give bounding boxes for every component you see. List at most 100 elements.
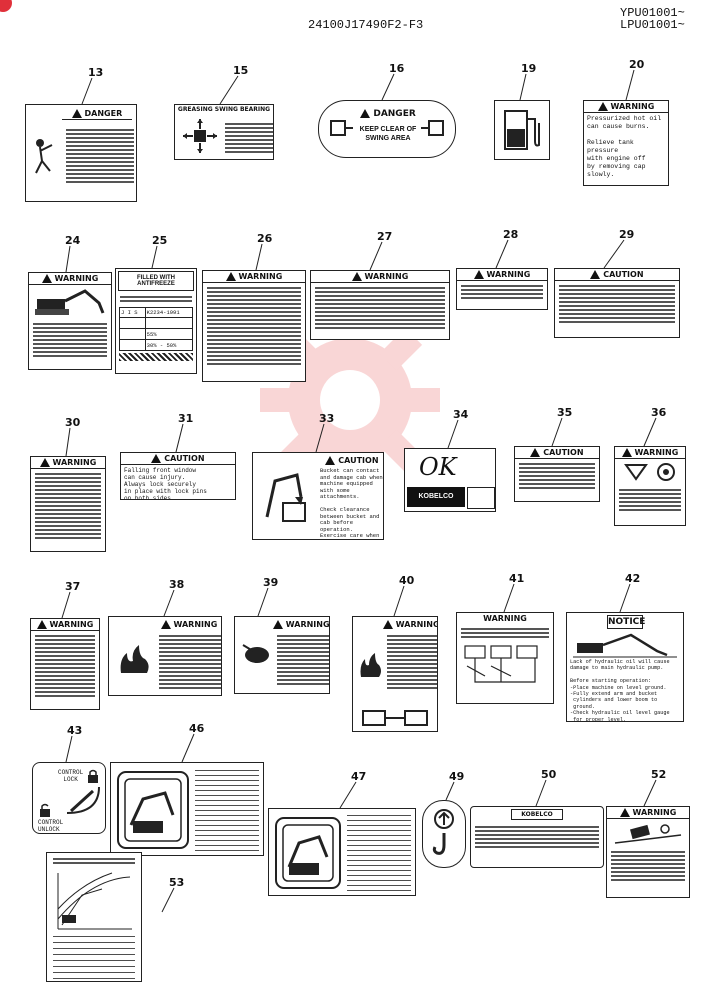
label-36-warning: WARNING	[614, 446, 686, 526]
label-31-text: Falling front window can cause injury. A…	[124, 467, 207, 500]
label-27-title: WARNING	[364, 272, 409, 281]
label-39-title: WARNING	[285, 620, 330, 629]
label-42-notice: NOTICE Lack of hydraulic oil will cause …	[566, 612, 684, 722]
callout-28: 28	[503, 228, 519, 241]
label-25-cell-range: 30% - 50%	[144, 339, 194, 351]
label-33-caution-bucket: CAUTION Bucket can contact and damage ca…	[252, 452, 384, 540]
warning-triangle-icon	[619, 808, 630, 817]
label-24-warning: WARNING	[28, 272, 112, 370]
label-26-warning: WARNING	[202, 270, 306, 382]
callout-41: 41	[509, 572, 525, 585]
callout-42: 42	[625, 572, 641, 585]
label-28-warning: WARNING	[456, 268, 548, 310]
callout-38: 38	[169, 578, 185, 591]
label-31-caution-window: CAUTION Falling front window can cause i…	[120, 452, 236, 500]
lifting-table-grid	[53, 935, 135, 979]
fire-hazard-icon-40	[360, 653, 381, 677]
callout-26: 26	[257, 232, 273, 245]
callout-19: 19	[521, 62, 537, 75]
unlock-icon	[40, 803, 50, 817]
callout-24: 24	[65, 234, 81, 247]
lubrication-grid	[195, 769, 259, 851]
label-20-text: Pressurized hot oil can cause burns. Rel…	[587, 115, 662, 178]
lubrication-diagram-icon	[117, 771, 189, 849]
label-40-title: WARNING	[395, 620, 438, 629]
lubrication-grid-47	[347, 815, 411, 891]
callout-13: 13	[88, 66, 104, 79]
serial-range-2: LPU01001~	[620, 18, 685, 32]
label-29-caution: CAUTION	[554, 268, 680, 338]
label-41-warning: WARNING	[456, 612, 554, 704]
label-31-title: CAUTION	[164, 454, 205, 463]
warning-triangle-icon	[71, 109, 82, 118]
excavator-lowered-icon	[573, 633, 677, 658]
callout-35: 35	[557, 406, 573, 419]
warning-triangle-icon	[597, 102, 608, 111]
warning-triangle-icon	[383, 620, 393, 629]
label-50-nameplate: KOBELCO	[470, 806, 604, 868]
lifting-hook-icon	[432, 809, 454, 855]
label-25-cell-pct: 55%	[144, 328, 194, 340]
serial-range-1: YPU01001~	[620, 6, 685, 20]
label-25-cell-jis: J I S	[119, 307, 146, 318]
danger-triangle-icon	[360, 109, 371, 118]
label-53-lifting-chart	[46, 852, 142, 982]
label-38-warning: WARNING	[108, 616, 222, 696]
label-13-title: DANGER	[84, 109, 123, 118]
warning-triangle-icon	[225, 272, 236, 281]
label-50-title: KOBELCO	[511, 809, 563, 820]
callout-40: 40	[399, 574, 415, 587]
label-20-warning-hot-oil: WARNING Pressurized hot oil can cause bu…	[583, 100, 669, 186]
label-33-title: CAUTION	[338, 456, 379, 465]
label-25-title: FILLED WITH ANTIFREEZE	[118, 271, 194, 291]
excavator-top-icon	[330, 120, 353, 136]
corner-badge	[0, 0, 12, 12]
warning-triangle-icon	[39, 458, 50, 467]
label-34-brand: KOBELCO	[407, 487, 465, 507]
callout-46: 46	[189, 722, 205, 735]
label-30-warning: WARNING	[30, 456, 106, 552]
hand-pressure-icon	[242, 644, 269, 663]
callout-50: 50	[541, 768, 557, 781]
caution-triangle-icon	[325, 456, 336, 465]
label-38-title: WARNING	[173, 620, 218, 629]
callout-52: 52	[651, 768, 667, 781]
callout-15: 15	[233, 64, 249, 77]
callout-33: 33	[319, 412, 335, 425]
label-25-cell-std: K2234-1991	[144, 307, 194, 318]
bucket-cab-contact-icon	[265, 473, 306, 522]
label-16-title: DANGER	[373, 109, 416, 119]
label-46-lubrication-chart	[110, 762, 264, 856]
callout-29: 29	[619, 228, 635, 241]
excavator-side-icon	[35, 289, 105, 315]
part-number: 24100J17490F2-F3	[308, 18, 424, 32]
callout-27: 27	[377, 230, 393, 243]
callout-49: 49	[449, 770, 465, 783]
label-15-greasing: GREASING SWING BEARING	[174, 104, 274, 160]
label-15-title: GREASING SWING BEARING	[177, 106, 271, 113]
callout-37: 37	[65, 580, 81, 593]
label-16-line-2: SWING AREA	[365, 135, 411, 142]
callout-30: 30	[65, 416, 81, 429]
label-49-lifting-hook	[422, 800, 466, 868]
label-41-title: WARNING	[483, 614, 527, 623]
label-25-hatch	[119, 353, 193, 361]
label-34-handwritten: OK	[419, 453, 457, 481]
warning-triangle-icon	[273, 620, 283, 629]
fuel-pump-icon	[504, 110, 540, 150]
label-37-warning: WARNING	[30, 618, 100, 710]
label-36-title: WARNING	[634, 448, 679, 457]
callout-25: 25	[152, 234, 168, 247]
label-35-caution: CAUTION	[514, 446, 600, 502]
label-43-control-lock: CONTROL LOCK CONTROL UNLOCK	[32, 762, 106, 834]
label-27-warning: WARNING	[310, 270, 450, 340]
warning-triangle-icon	[351, 272, 362, 281]
label-40-warning: WARNING	[352, 616, 438, 732]
lock-icon	[88, 769, 98, 783]
label-42-text: Lack of hydraulic oil will cause damage …	[570, 659, 670, 722]
label-34-kobelco: OK KOBELCO	[404, 448, 496, 512]
lever-arc-icon	[66, 786, 100, 814]
callout-43: 43	[67, 724, 83, 737]
label-16-danger-swing: DANGER KEEP CLEAR OF SWING AREA	[318, 100, 456, 158]
